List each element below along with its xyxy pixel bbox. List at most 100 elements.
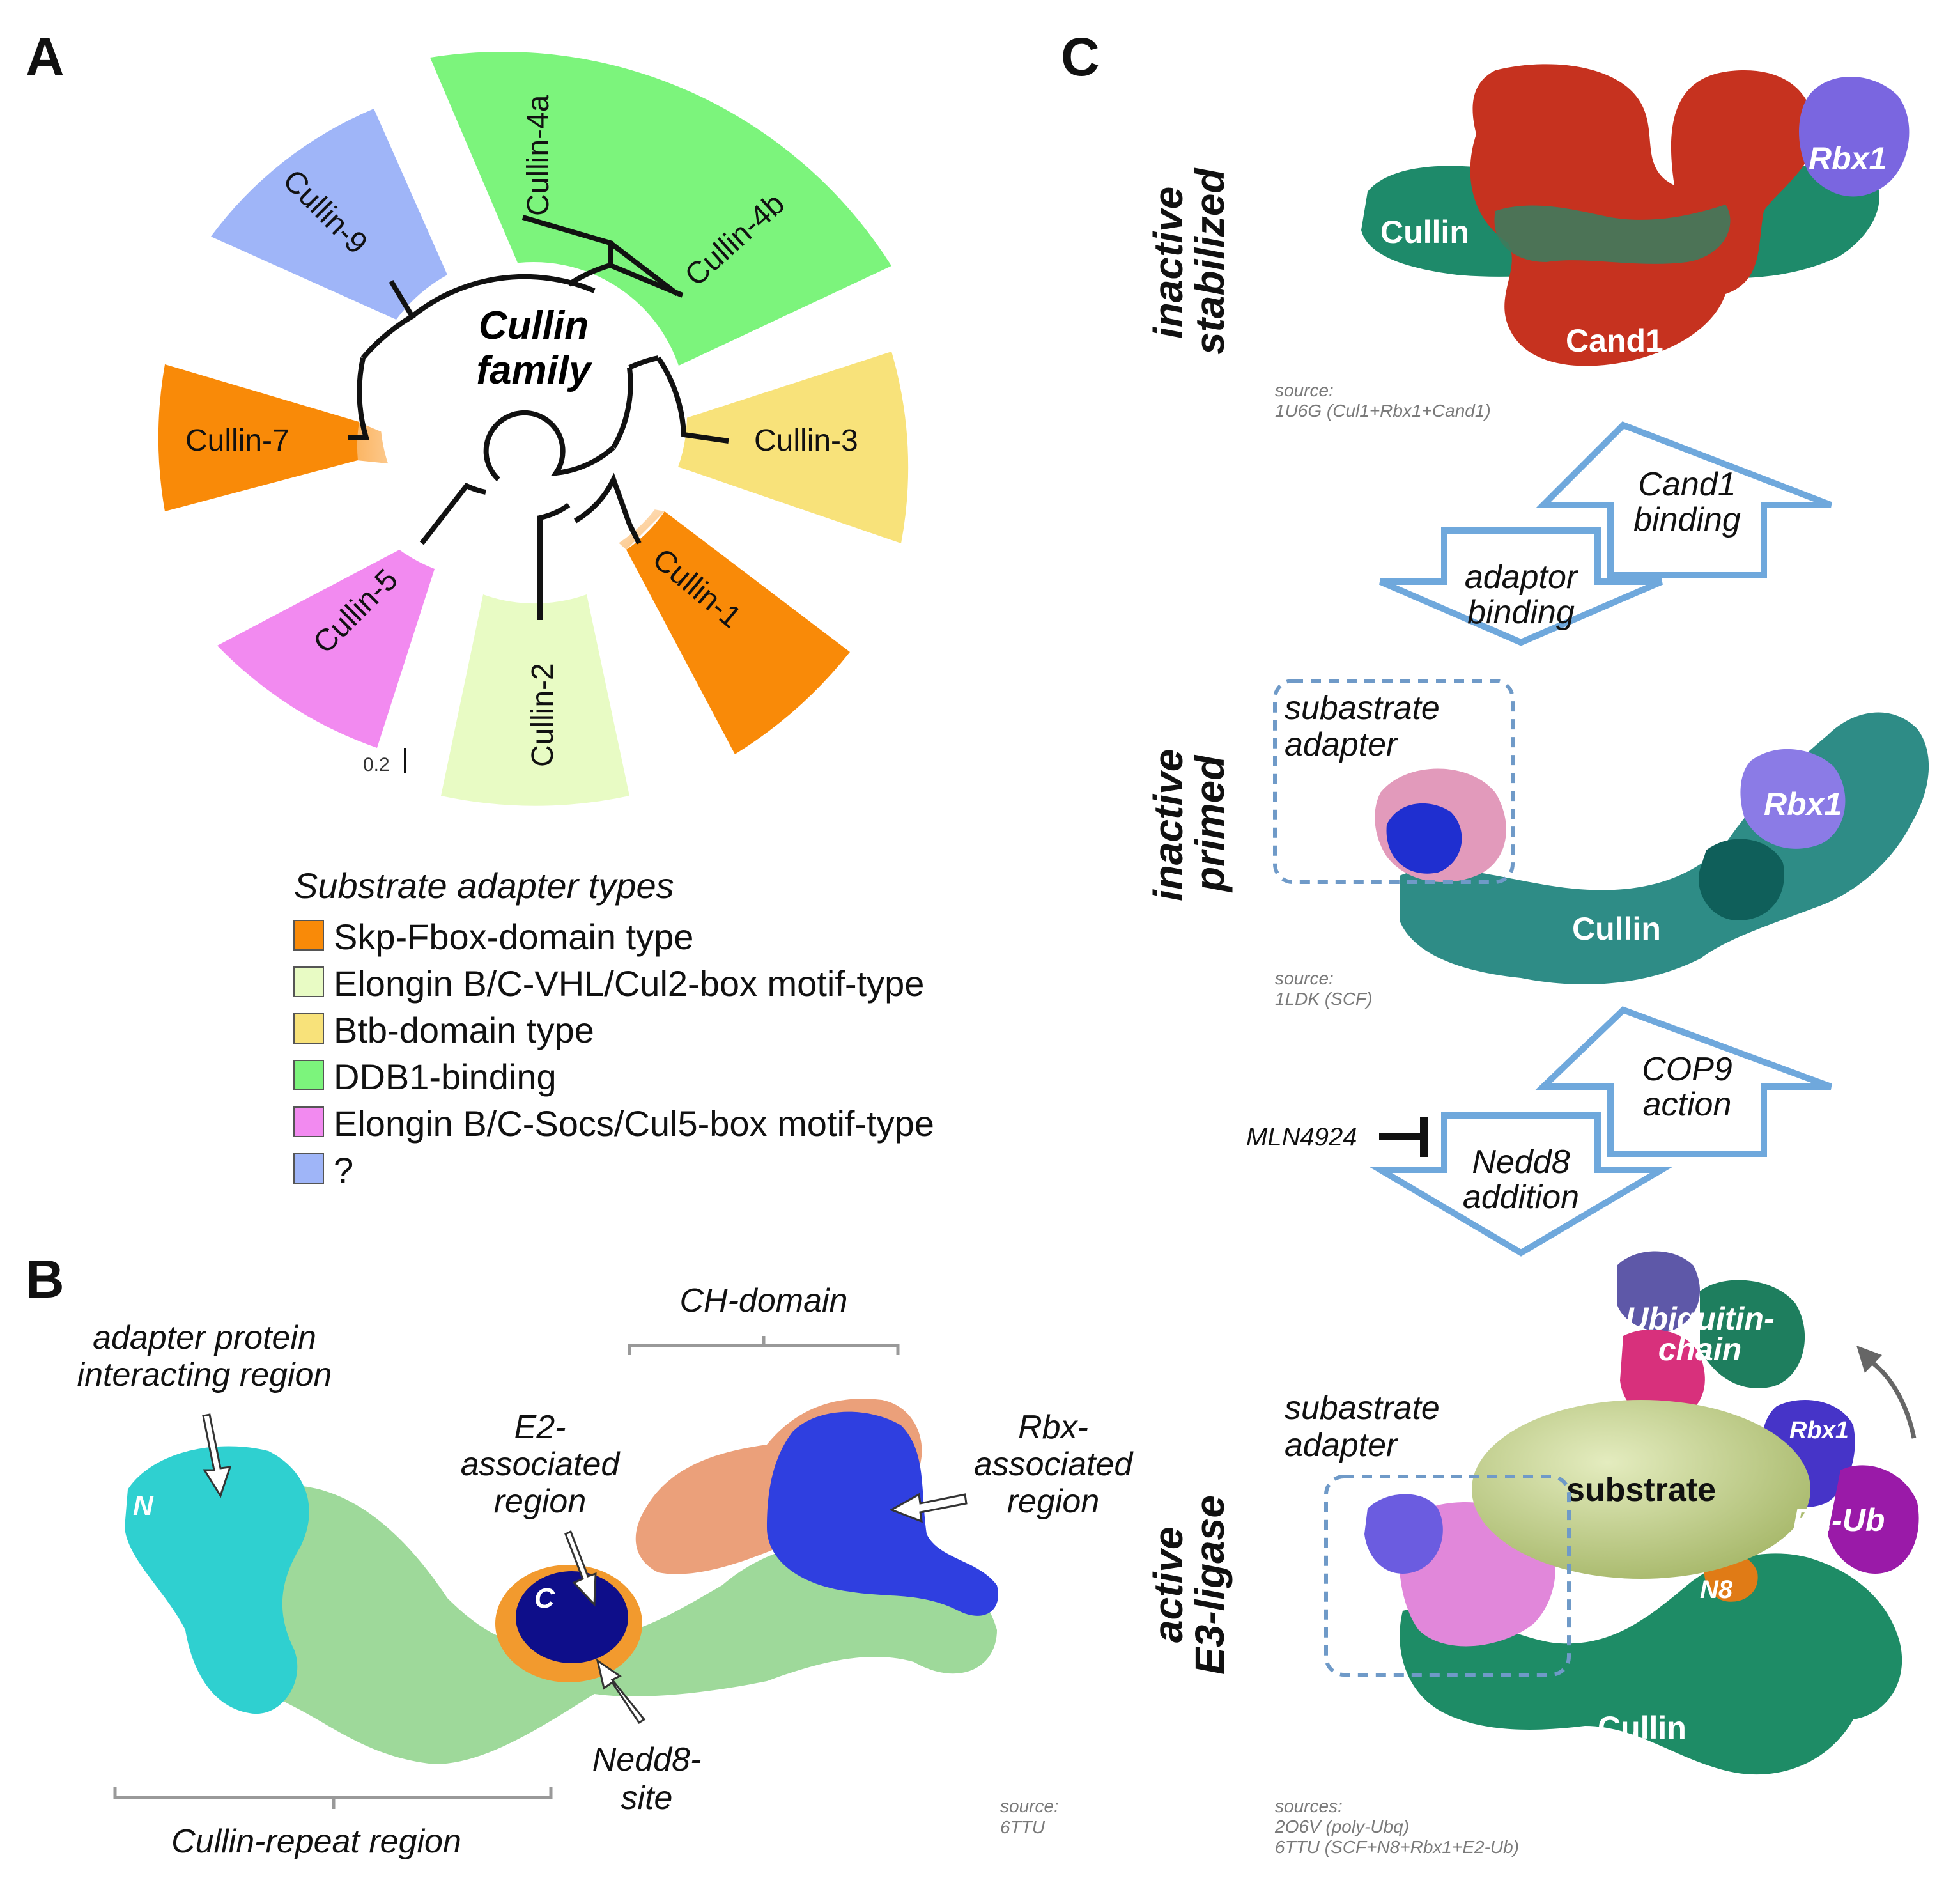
state-inactive-stabilized: inactive [1145,187,1191,339]
state-active-e3-ligase: E3-ligase [1187,1495,1233,1675]
sector-cullin-2 [441,594,629,806]
legend-item: Elongin B/C-Socs/Cul5-box motif-type [293,1103,934,1144]
legend-swatch [293,1013,324,1044]
arrow-rbx-region [889,1493,968,1523]
source-label: 6TTU [1000,1817,1046,1837]
adapter-dashed-box [1324,1475,1571,1677]
sector-cullin-7 [158,364,359,511]
panel-label-b: B [26,1249,65,1309]
legend-title: Substrate adapter types [294,865,674,906]
legend-item: ? [293,1150,353,1190]
sector-cullin-4 [430,51,891,371]
tree-center-line2: family [476,348,593,392]
sector-cullin-5 [217,550,435,748]
e2-region-label: E2- [514,1409,566,1446]
branch-right-arc [628,355,659,370]
dark-teal-domain [1699,839,1784,920]
rbx1-surface [1799,77,1910,197]
arrow-adapter-region [202,1413,232,1498]
cand1-surface [1470,64,1815,366]
scale-bar-label: 0.2 [363,754,390,775]
e2-ub-surface [1828,1465,1919,1574]
label-cullin-4a: Cullin-4a [521,95,555,216]
source-label: 2O6V (poly-Ubq) [1274,1817,1409,1836]
legend-item: DDB1-binding [293,1057,557,1097]
e2-region-label: region [494,1483,587,1520]
source-label: source: [1275,380,1334,400]
rbx1-label: Rbx1 [1789,1417,1849,1444]
state-inactive-primed: inactive [1145,749,1191,901]
repeat-region-bracket [113,1787,553,1809]
branch-cullin-4b-stem [608,240,679,297]
legend-item: Btb-domain type [293,1010,594,1050]
e2-associated-surface [516,1571,628,1663]
sector-cullin-1 [626,511,850,754]
state-inactive-stabilized: stabilized [1187,167,1233,355]
complex-active: Ubiquitin- chain substrate subastrate ad… [1274,1251,1919,1857]
cop9-action-label: action [1643,1086,1732,1123]
adapter-label: adapter [1285,726,1399,763]
branch-inner [483,410,615,481]
source-label: source: [1275,968,1334,988]
ch-domain-label: CH-domain [680,1282,848,1319]
tree-center-line1: Cullin [479,304,589,348]
cand1-binding-label: Cand1 [1638,466,1736,503]
legend-label: Elongin B/C-VHL/Cul2-box motif-type [334,963,924,1004]
adapter-core-surface [1364,1494,1443,1574]
arrows-cand1-adaptor: Cand1 binding adaptor binding [1379,421,1832,646]
cullin-surface [1400,1553,1902,1775]
transfer-arrow [1865,1356,1917,1439]
rbx1-label: Rbx1 [1809,141,1887,176]
branch-cullin-2 [537,502,571,620]
e2-ub-label: E2-Ub [1793,1502,1885,1538]
label-cullin-2: Cullin-2 [526,663,560,767]
legend-item: Elongin B/C-VHL/Cul2-box motif-type [293,963,924,1004]
panel-label-c: C [1061,27,1100,87]
branch-top-arc [410,274,596,319]
branch-center-connector [611,367,633,449]
branch-cullin-1 [573,472,642,545]
rbx-region-label: Rbx- [1018,1409,1088,1446]
substrate [1472,1400,1810,1579]
adapter-label: subastrate [1285,1390,1440,1427]
arrows-cop9-nedd8: COP9 action Nedd8 addition MLN4924 [1246,1006,1832,1257]
branch-cullin-7 [348,357,370,440]
c-terminus-label: C [534,1583,555,1614]
adapter-core-surface [1386,803,1462,874]
nedd8-addition-label: Nedd8 [1472,1144,1570,1181]
label-cullin-7: Cullin-7 [185,424,289,458]
legend-swatch [293,1106,324,1137]
cand1-binding-label: binding [1633,501,1741,538]
repeat-region-label: Cullin-repeat region [171,1823,461,1860]
adapter-interacting-surface [125,1446,309,1714]
arrow-nedd8-site [596,1658,646,1725]
cullin-structure: N C adapter protein interacting region C… [77,1282,1134,1860]
legend-swatch [293,966,324,997]
substrate-label: substrate [1566,1471,1716,1509]
source-label: sources: [1275,1796,1343,1816]
inhibitor-label: MLN4924 [1246,1123,1357,1151]
overlap-surface [1494,205,1731,264]
legend-label: Btb-domain type [334,1010,594,1050]
e2-region-label: associated [461,1446,621,1483]
ubiquitin-chain-surface [1620,1330,1705,1420]
legend-swatch [293,920,324,951]
n8-label: N8 [1700,1576,1733,1604]
state-inactive-primed: primed [1187,754,1233,893]
rbx1-label: Rbx1 [1764,786,1842,822]
cullin-tree: Cullin family Cullin-4a Cullin-4b Cullin… [158,51,909,806]
legend-swatch [293,1060,324,1090]
branch-cullin-9 [360,279,416,360]
adapter-dashed-box [1273,679,1515,884]
legend-label: ? [334,1150,353,1190]
cand1-label: Cand1 [1566,323,1663,359]
branch-cullin-3 [656,356,729,444]
arrow-cand1-binding [1535,421,1832,578]
legend-label: Skp-Fbox-domain type [334,917,693,957]
adapter-region-label: interacting region [77,1356,332,1393]
ubiquitin-chain-label: Ubiquitin- [1625,1301,1774,1337]
transfer-arrowhead [1856,1346,1882,1373]
cullin-label: Cullin [1572,911,1661,947]
source-label: 1U6G (Cul1+Rbx1+Cand1) [1275,401,1491,421]
label-cullin-3: Cullin-3 [754,424,858,458]
